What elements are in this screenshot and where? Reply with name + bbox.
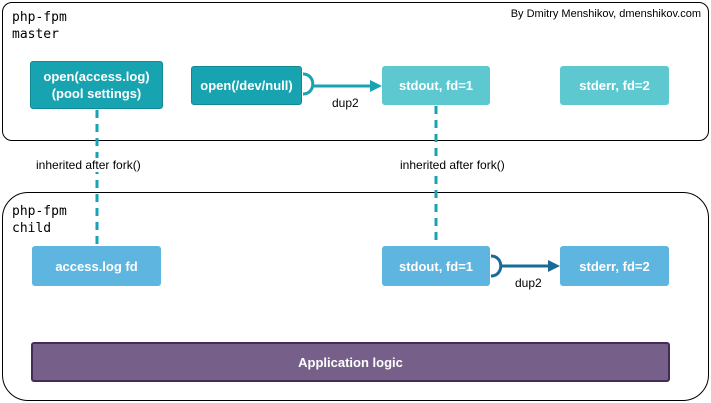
child-stderr-box: stderr, fd=2 xyxy=(560,246,669,286)
open-access-log-line2: (pool settings) xyxy=(51,86,142,101)
master-stderr-box: stderr, fd=2 xyxy=(560,66,669,105)
child-title: php-fpm child xyxy=(12,203,67,237)
master-stdout-box: stdout, fd=1 xyxy=(382,66,490,105)
dup2-label-top: dup2 xyxy=(330,96,361,110)
master-title-line1: php-fpm xyxy=(12,10,67,25)
dup2-label-bottom: dup2 xyxy=(513,276,544,290)
child-title-line2: child xyxy=(12,221,52,236)
author-credit: By Dmitry Menshikov, dmenshikov.com xyxy=(510,8,701,20)
child-access-log-fd-box: access.log fd xyxy=(32,246,161,286)
inherited-label-left: inherited after fork() xyxy=(34,158,143,172)
master-title-line2: master xyxy=(12,27,59,42)
open-access-log-line1: open(access.log) xyxy=(43,69,150,84)
master-title: php-fpm master xyxy=(12,9,67,43)
open-access-log-box: open(access.log) (pool settings) xyxy=(30,61,163,109)
child-stdout-box: stdout, fd=1 xyxy=(382,246,490,286)
child-title-line1: php-fpm xyxy=(12,204,67,219)
inherited-label-right: inherited after fork() xyxy=(398,158,507,172)
application-logic-box: Application logic xyxy=(31,342,670,382)
open-devnull-box: open(/dev/null) xyxy=(191,66,302,105)
